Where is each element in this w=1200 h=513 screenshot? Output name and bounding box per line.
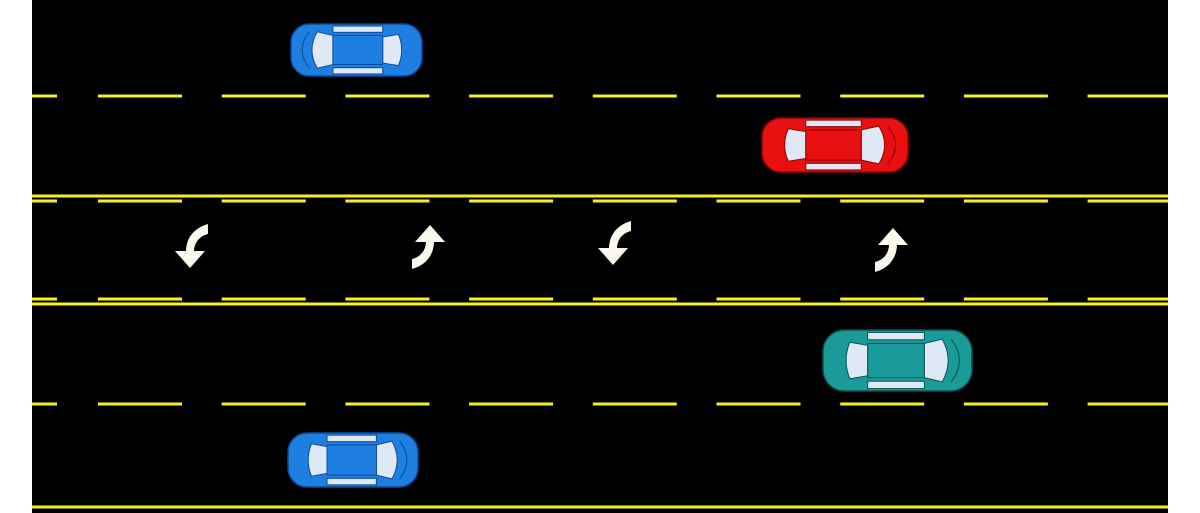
- road-surface: [32, 0, 1168, 513]
- turn-arrow-3-icon: [598, 221, 631, 265]
- dashed-lane-line: [32, 199, 1168, 203]
- lane-markings: [32, 94, 1168, 509]
- dashed-lane-line: [32, 297, 1168, 301]
- vehicles: [287, 23, 973, 488]
- turn-arrow-2-icon: [412, 225, 445, 269]
- road-edge-line: [32, 505, 1168, 509]
- turn-arrow-1-icon: [175, 224, 208, 268]
- teal-car: [822, 329, 973, 392]
- dashed-lane-line: [32, 402, 1168, 406]
- solid-lane-line: [32, 302, 1168, 306]
- dashed-lane-line: [32, 94, 1168, 98]
- blue-car-bottom: [287, 432, 419, 488]
- solid-lane-line: [32, 194, 1168, 198]
- turn-arrows: [175, 221, 908, 272]
- blue-car-top: [290, 23, 423, 77]
- red-car: [761, 117, 909, 173]
- turn-arrow-4-icon: [875, 228, 908, 272]
